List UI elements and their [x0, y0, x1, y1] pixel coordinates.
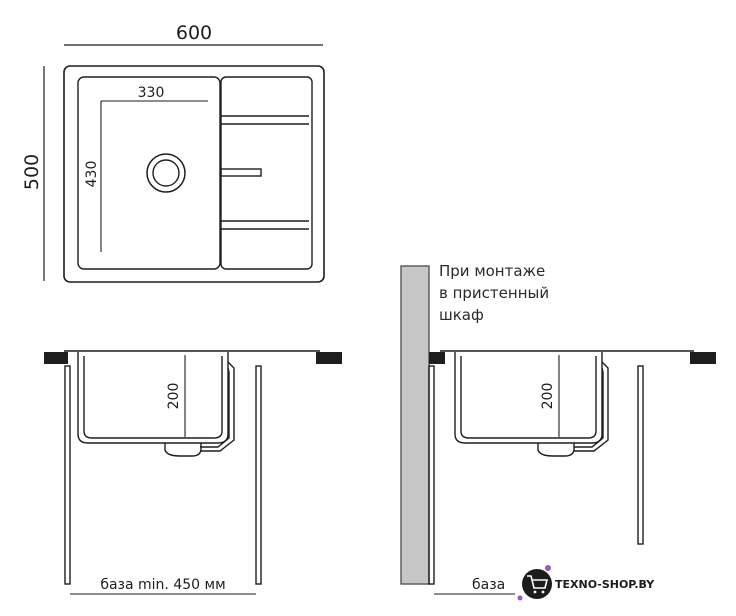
overflow-pipe-inner — [574, 367, 604, 448]
base-label: база min. 450 мм — [100, 577, 225, 593]
width-label: 600 — [176, 22, 212, 44]
cabinet-wall-right — [255, 365, 262, 585]
bowl-depth-label: 200 — [166, 383, 182, 410]
installation-note-line-3: шкаф — [439, 306, 484, 324]
bowl-section-outer — [77, 352, 229, 444]
top-view — [43, 44, 325, 283]
countertop-right — [690, 352, 716, 364]
countertop-left — [429, 352, 445, 364]
bowl-width-label: 330 — [138, 85, 165, 101]
bowl-section-inner — [460, 356, 597, 439]
sink-bowl-outline — [77, 76, 221, 270]
depth-label: 500 — [21, 154, 43, 190]
drain-hole-inner — [152, 159, 180, 187]
installation-note-line-2: в пристенный — [439, 284, 549, 302]
logo-text: TEXNO-SHOP.BY — [555, 578, 655, 591]
wall — [400, 265, 430, 585]
shopping-cart-icon — [527, 575, 549, 594]
drainboard-outline — [220, 76, 313, 270]
base-label: база — [472, 577, 505, 593]
overflow-pipe — [200, 361, 235, 452]
cabinet-wall-left — [428, 365, 435, 585]
bowl-section-inner — [83, 356, 223, 439]
countertop-left — [44, 352, 68, 364]
wall-view — [400, 265, 716, 595]
drain-trap — [164, 443, 202, 457]
cabinet-wall-left — [64, 365, 71, 585]
sink-outer-rim — [63, 65, 325, 283]
logo-badge — [522, 569, 552, 599]
drain-trap — [537, 443, 575, 457]
overflow-pipe-inner — [200, 367, 230, 448]
bowl-depth-label: 200 — [540, 383, 556, 410]
logo-accent-dot — [517, 595, 523, 601]
drainboard-channel — [220, 168, 262, 177]
installation-note-line-1: При монтаже — [439, 262, 545, 280]
cabinet-wall-right — [637, 365, 644, 545]
overflow-pipe — [574, 361, 609, 452]
store-logo: TEXNO-SHOP.BY — [517, 565, 655, 601]
front-view — [44, 350, 342, 595]
bowl-section-outer — [454, 352, 603, 444]
bowl-depth-label: 430 — [84, 161, 100, 188]
countertop-right — [316, 352, 342, 364]
drain-hole-outer — [146, 153, 186, 193]
logo-accent-dot — [545, 565, 551, 571]
